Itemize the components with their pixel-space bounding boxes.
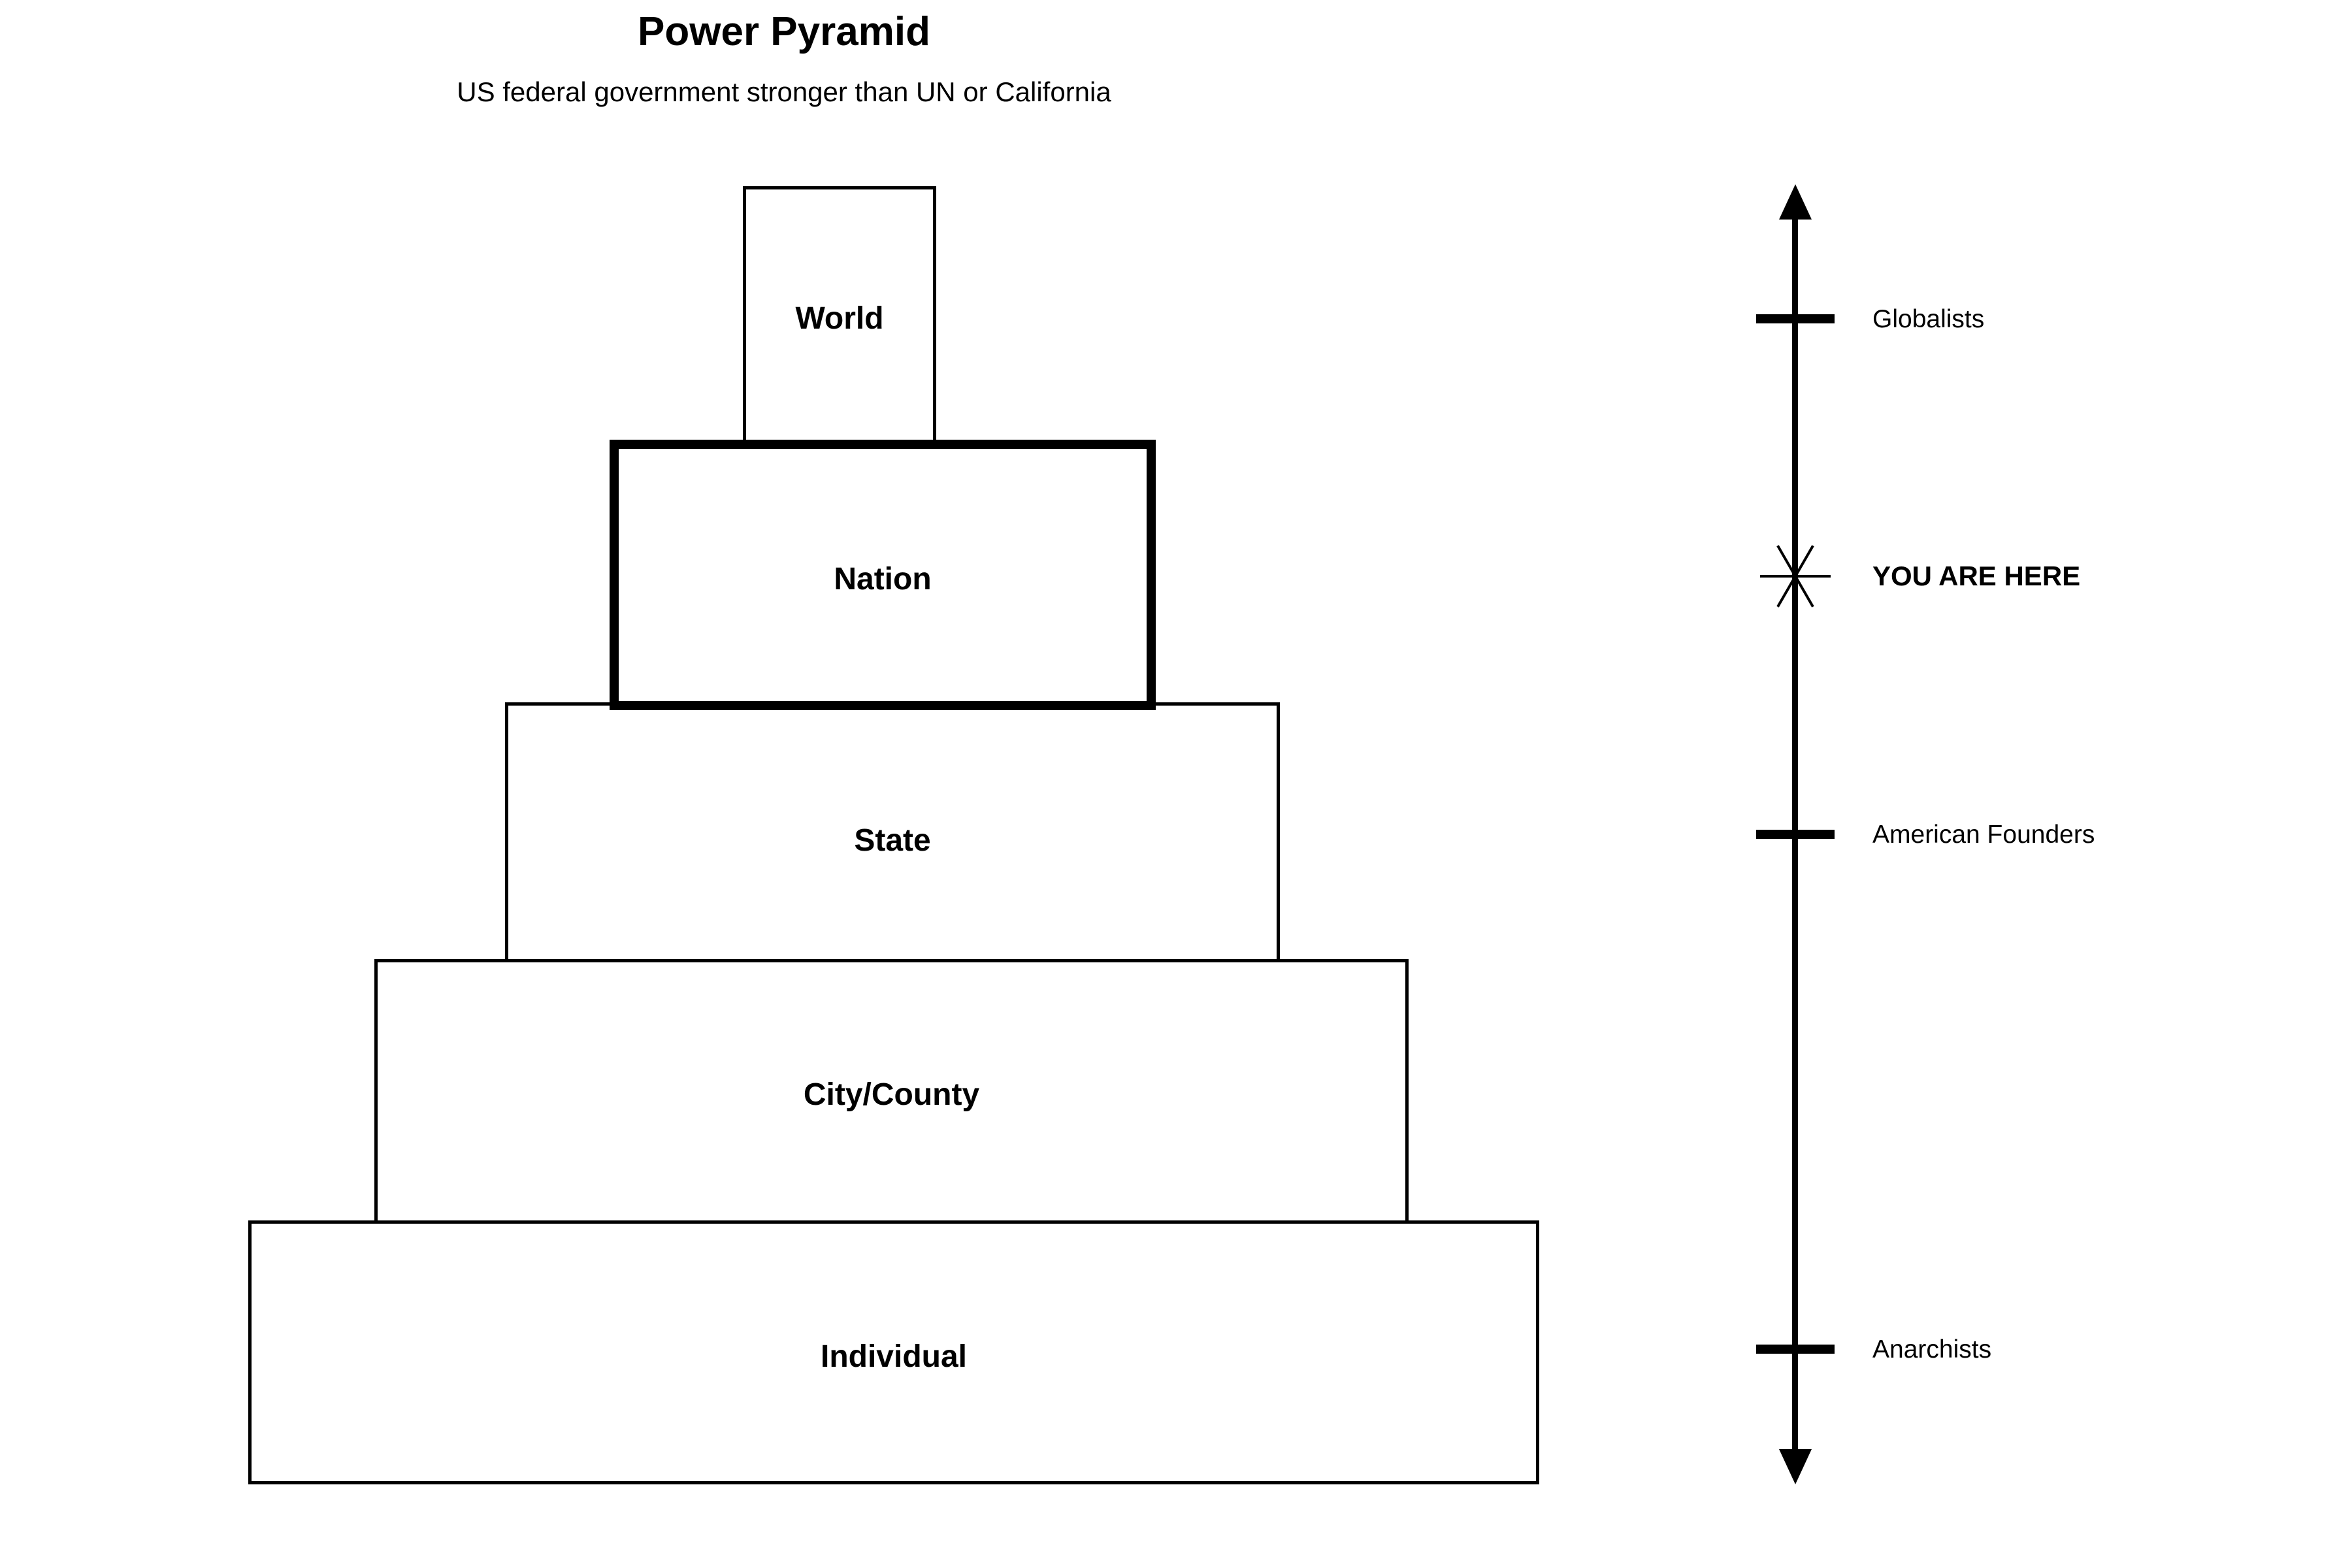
pyramid-layer-state[interactable]: State [505, 702, 1280, 962]
axis-label-globalists: Globalists [1872, 305, 1985, 333]
pyramid-layer-nation[interactable]: Nation [610, 440, 1156, 710]
axis-tick-anarchists [1756, 1345, 1835, 1354]
axis-label-anarchists: Anarchists [1872, 1335, 1992, 1364]
pyramid-layer-label-nation: Nation [834, 562, 932, 596]
pyramid-layer-label-individual: Individual [820, 1339, 967, 1374]
pyramid-layer-label-state: State [854, 823, 931, 858]
axis-arrow-down-icon [1779, 1449, 1812, 1484]
pyramid-layer-label-city-county: City/County [803, 1077, 980, 1112]
pyramid-layer-world[interactable]: World [743, 186, 936, 445]
axis-star-marker-icon [1756, 537, 1835, 615]
axis-arrow-up-icon [1779, 184, 1812, 220]
axis-label-american-founders: American Founders [1872, 821, 2095, 849]
axis-label-you-are-here: YOU ARE HERE [1872, 561, 2081, 591]
axis-tick-american-founders [1756, 830, 1835, 839]
pyramid-layer-city-county[interactable]: City/County [374, 959, 1409, 1224]
pyramid-layer-label-world: World [795, 301, 884, 336]
page-title: Power Pyramid [638, 9, 930, 54]
page-subtitle: US federal government stronger than UN o… [457, 76, 1111, 107]
axis-tick-globalists [1756, 314, 1835, 323]
pyramid-layer-individual[interactable]: Individual [248, 1220, 1539, 1484]
